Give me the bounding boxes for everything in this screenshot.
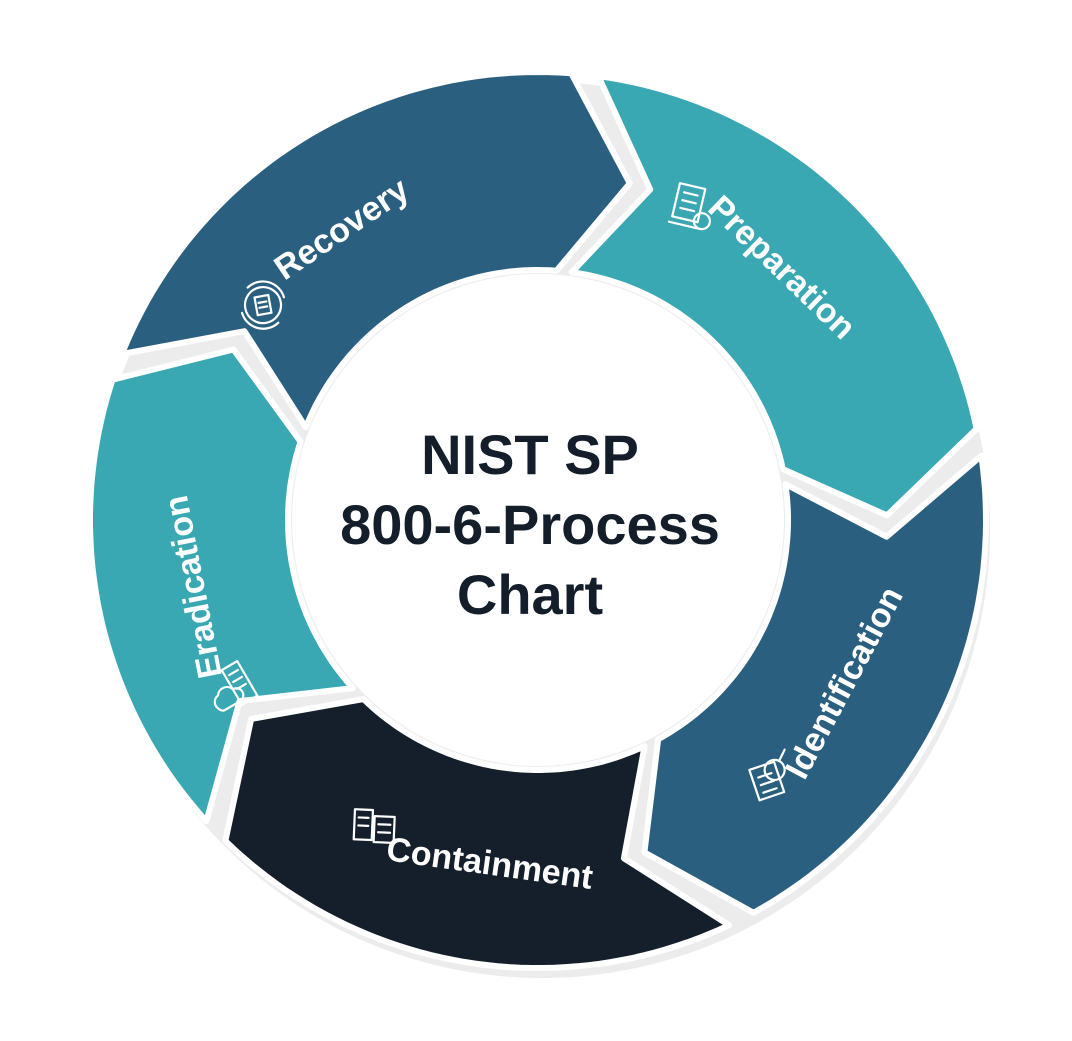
center-title-line-1: NIST SP	[290, 420, 770, 490]
center-title-line-2: 800-6-Process	[290, 490, 770, 560]
center-title: NIST SP 800-6-Process Chart	[290, 420, 770, 630]
center-title-line-3: Chart	[290, 560, 770, 630]
